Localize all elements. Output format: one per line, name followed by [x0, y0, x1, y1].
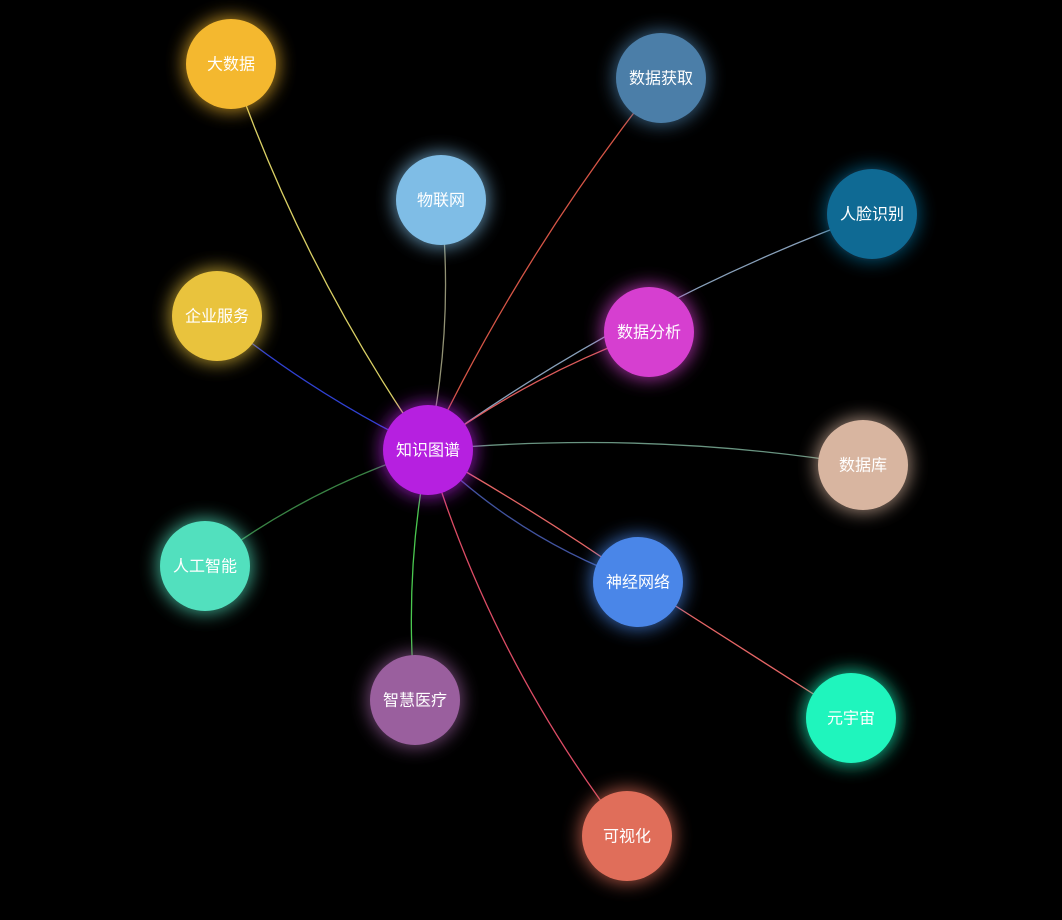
node-label: 可视化 [603, 827, 651, 846]
node-label: 企业服务 [185, 307, 249, 326]
node-face[interactable]: 人脸识别 [825, 167, 919, 261]
node-circle[interactable] [582, 791, 672, 881]
node-label: 数据分析 [617, 323, 681, 342]
node-label: 神经网络 [606, 573, 670, 592]
node-enterprise[interactable]: 企业服务 [170, 269, 264, 363]
node-circle[interactable] [616, 33, 706, 123]
node-database[interactable]: 数据库 [816, 418, 910, 512]
node-label: 人脸识别 [840, 205, 904, 224]
node-label: 大数据 [207, 55, 255, 74]
node-neural[interactable]: 神经网络 [591, 535, 685, 629]
node-label: 数据获取 [629, 69, 693, 88]
node-label: 物联网 [417, 191, 465, 210]
link-kg-bigdata[interactable] [230, 63, 429, 451]
node-circle[interactable] [396, 155, 486, 245]
links-layer [204, 63, 873, 837]
node-label: 知识图谱 [396, 441, 460, 460]
node-analysis[interactable]: 数据分析 [602, 285, 696, 379]
link-kg-viz[interactable] [427, 449, 628, 837]
nodes-layer: 知识图谱 大数据数据获取物联网人脸识别企业服务数据分析数据库人工智能神经网络智慧医… [158, 17, 919, 883]
node-label: 智慧医疗 [383, 691, 447, 710]
node-acquire[interactable]: 数据获取 [614, 31, 708, 125]
link-kg-database[interactable] [427, 441, 864, 466]
node-label: 数据库 [839, 456, 887, 475]
node-bigdata[interactable]: 大数据 [184, 17, 278, 111]
node-circle[interactable] [370, 655, 460, 745]
node-label: 人工智能 [173, 557, 237, 576]
node-label: 元宇宙 [827, 709, 875, 728]
node-medical[interactable]: 智慧医疗 [368, 653, 462, 747]
node-circle[interactable] [160, 521, 250, 611]
node-circle[interactable] [172, 271, 262, 361]
node-viz[interactable]: 可视化 [580, 789, 674, 883]
node-ai[interactable]: 人工智能 [158, 519, 252, 613]
node-metaverse[interactable]: 元宇宙 [804, 671, 898, 765]
node-iot[interactable]: 物联网 [394, 153, 488, 247]
node-circle[interactable] [604, 287, 694, 377]
node-circle[interactable] [383, 405, 473, 495]
node-circle[interactable] [827, 169, 917, 259]
node-circle[interactable] [186, 19, 276, 109]
node-circle[interactable] [806, 673, 896, 763]
link-kg-acquire[interactable] [427, 77, 662, 451]
node-circle[interactable] [593, 537, 683, 627]
node-circle[interactable] [818, 420, 908, 510]
node-kg[interactable]: 知识图谱 [381, 403, 475, 497]
